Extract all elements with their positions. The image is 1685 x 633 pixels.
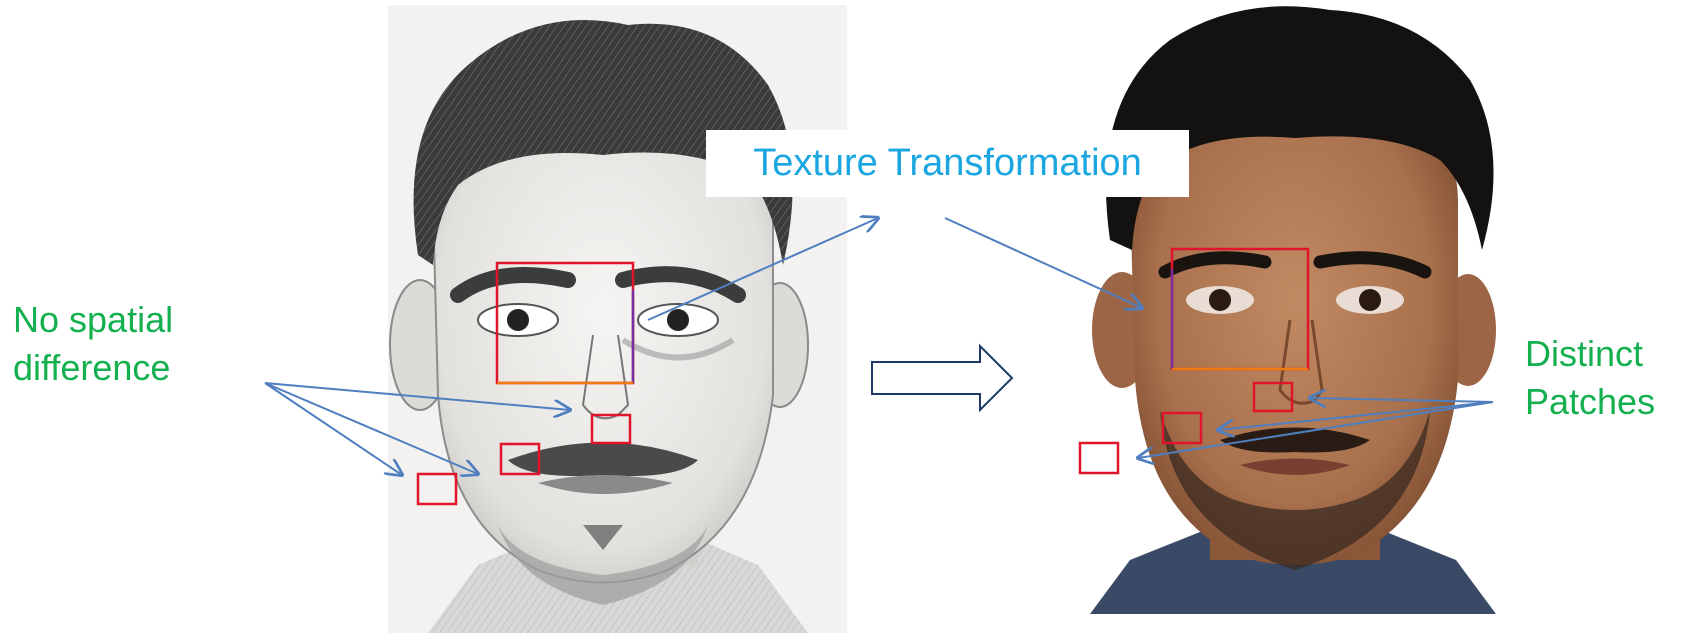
distinct-patches-label: Distinct Patches — [1525, 330, 1655, 426]
spatial-arrow-3 — [264, 382, 402, 475]
spatial-arrow-2 — [264, 382, 478, 474]
patches-arrow-2 — [1218, 401, 1494, 430]
texture-arrow-photo — [944, 217, 1142, 308]
sketch-cheek-patch-box — [499, 442, 541, 476]
photo-image — [1090, 0, 1496, 614]
sketch-nose-patch-box — [590, 413, 632, 445]
photo-jaw-patch-box — [1078, 441, 1120, 475]
photo-nose-patch-box — [1252, 381, 1294, 413]
patches-arrow-3 — [1138, 401, 1494, 458]
texture-transformation-label: Texture Transformation — [706, 130, 1189, 197]
photo-eye-region-box — [1170, 247, 1310, 371]
sketch-image — [388, 5, 847, 633]
sketch-eye-region-box — [495, 261, 635, 385]
distinct-patches-line-2: Patches — [1525, 381, 1656, 422]
photo-cheek-patch-box — [1161, 411, 1203, 445]
spatial-arrow-1 — [264, 382, 570, 410]
sketch-jaw-patch-box — [416, 472, 458, 506]
patches-arrow-1 — [1310, 398, 1494, 402]
no-spatial-difference-label: No spatial difference — [13, 296, 173, 392]
transform-arrow-icon — [871, 343, 1014, 413]
no-spatial-difference-line-2: difference — [13, 347, 171, 388]
no-spatial-difference-line-1: No spatial — [13, 299, 174, 340]
distinct-patches-line-1: Distinct — [1525, 333, 1644, 374]
texture-arrow-sketch — [647, 218, 878, 321]
